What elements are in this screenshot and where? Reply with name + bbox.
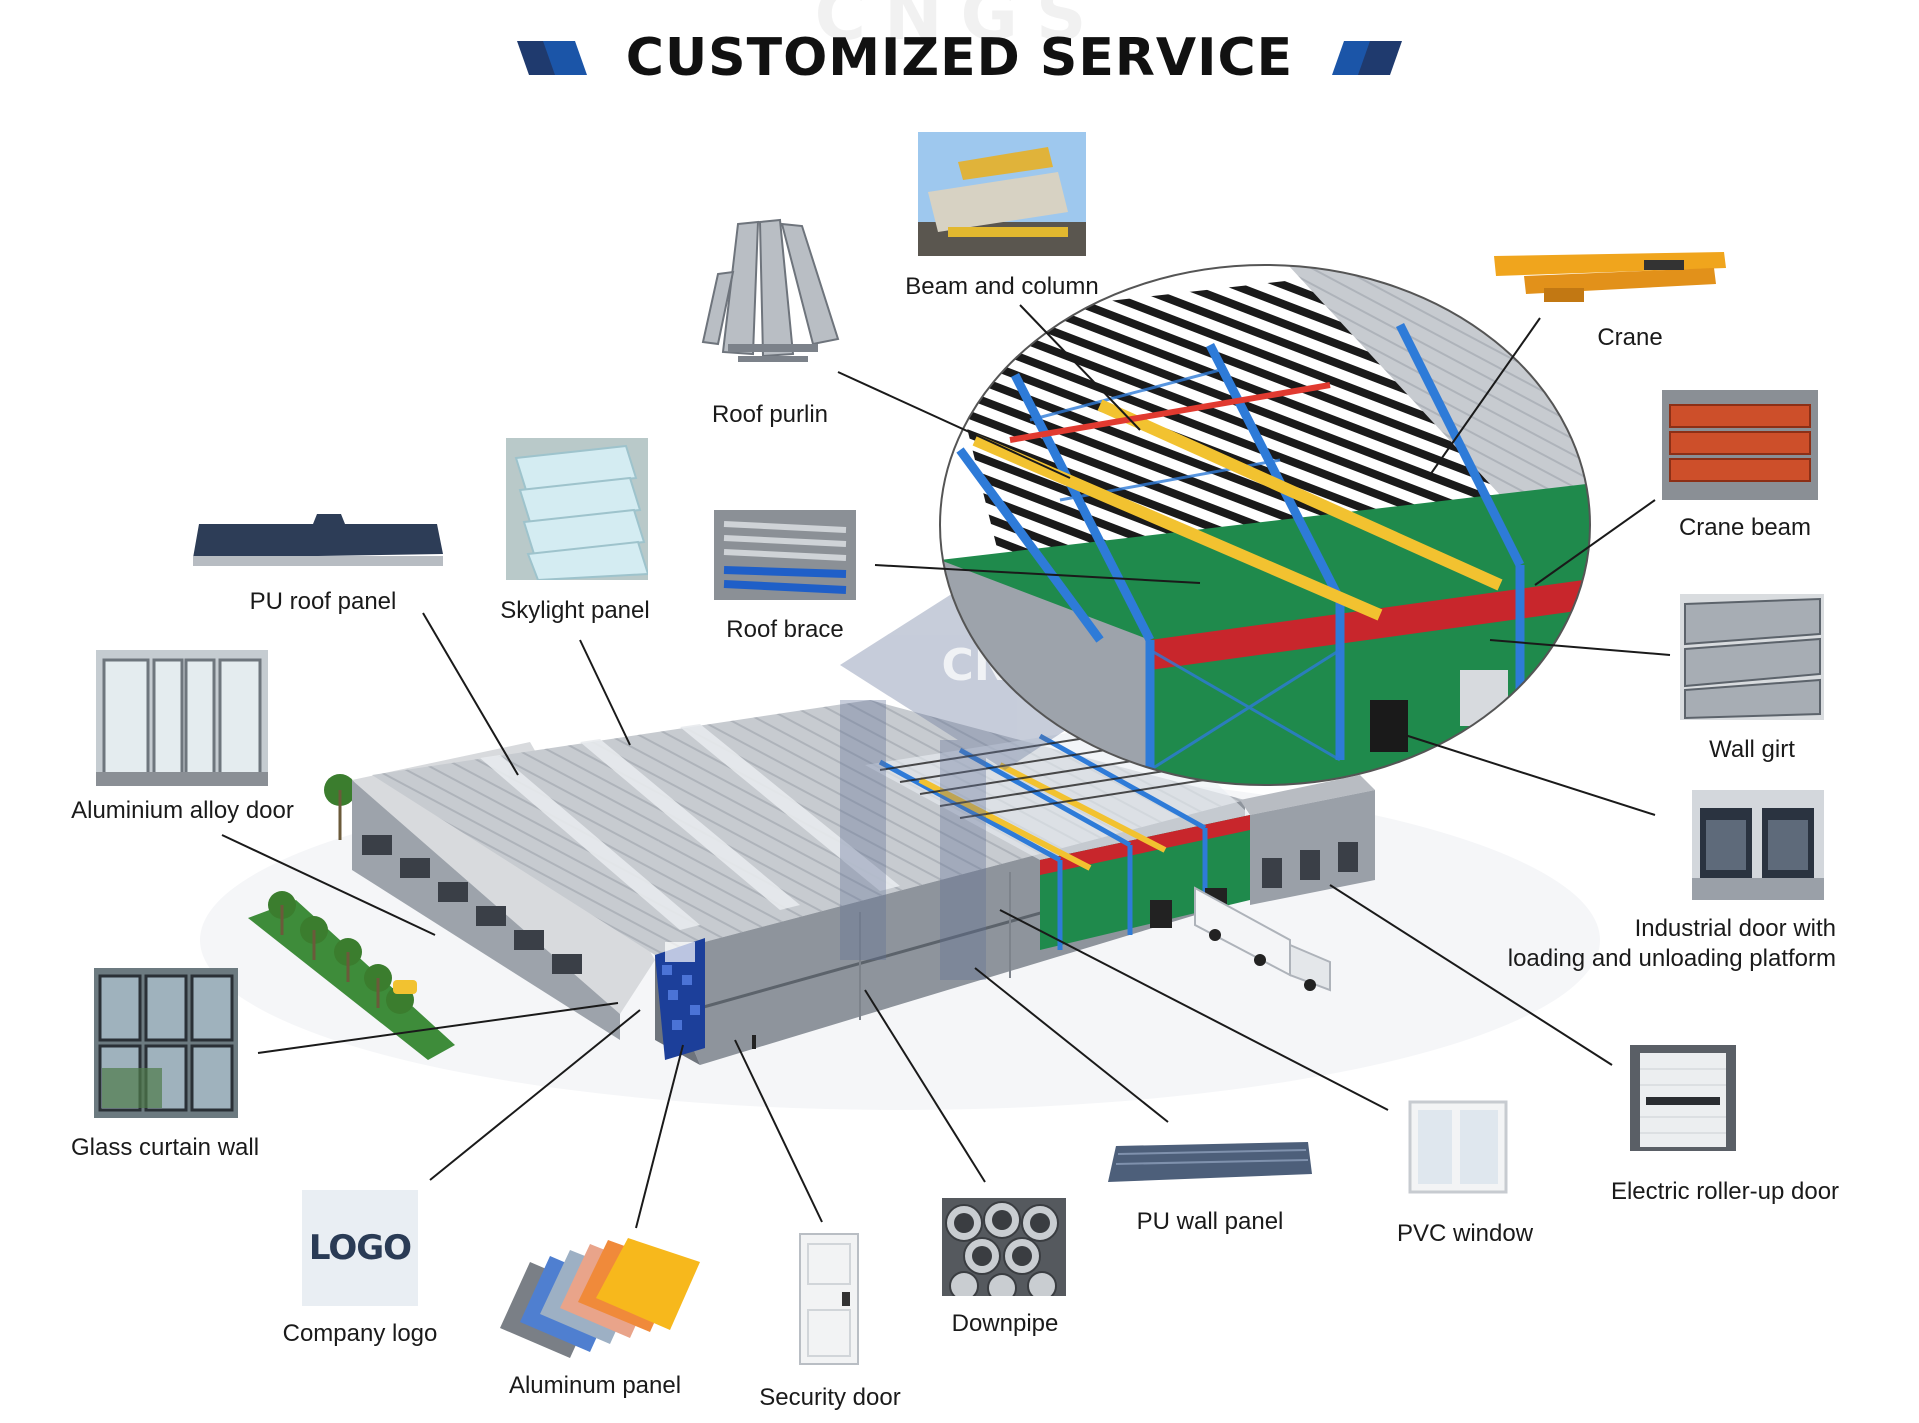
dock-door-photo-icon	[1692, 790, 1824, 900]
car	[393, 980, 417, 994]
callout-lines	[221, 304, 1671, 1229]
curtain-wall-photo-icon	[94, 968, 238, 1118]
aluminum-panel-label: Aluminum panel	[508, 1372, 682, 1399]
electric-roller-up-door-label: Electric roller-up door	[1610, 1178, 1840, 1205]
roof-brace-label: Roof brace	[726, 616, 844, 643]
overhead-crane-photo-icon	[1494, 252, 1726, 302]
roller-door-photo-icon	[1630, 1045, 1736, 1151]
color-swatch-photo-icon	[500, 1238, 700, 1358]
pu-wall-panel-label: PU wall panel	[1136, 1208, 1284, 1235]
page-title: CUSTOMIZED SERVICE	[625, 28, 1294, 88]
window-photo-icon	[1408, 1100, 1508, 1194]
wall-panel-photo-icon	[1108, 1142, 1312, 1182]
security-door-label: Security door	[759, 1384, 901, 1411]
crane-label: Crane	[1597, 324, 1663, 351]
skylight-sheet-photo-icon	[506, 438, 648, 580]
industrial-door-label-line1: Industrial door with	[1634, 915, 1836, 942]
purlin-bundle-photo-icon	[701, 218, 840, 362]
glass-door-photo-icon	[96, 650, 268, 786]
page-title-row: CUSTOMIZED SERVICE	[0, 28, 1919, 88]
title-watermark: CNGS	[814, 0, 1105, 56]
logo-facade-panel	[655, 938, 705, 1060]
downpipe-label: Downpipe	[951, 1310, 1059, 1337]
brace-rods-photo-icon	[714, 510, 856, 600]
right-flag-icon	[1331, 41, 1402, 75]
company-logo-label: Company logo	[282, 1320, 438, 1347]
pu-roof-panel-label: PU roof panel	[249, 588, 397, 615]
skylight-panel-label: Skylight panel	[500, 597, 650, 624]
truck	[1194, 886, 1331, 992]
industrial-door-label: Industrial door with loading and unloadi…	[1480, 914, 1836, 974]
logo-text: LOGO	[308, 1228, 412, 1268]
left-flag-icon	[517, 41, 588, 75]
zoom-detail-circle	[939, 264, 1591, 786]
roof-panel-photo-icon	[193, 514, 443, 566]
pipe-stack-photo-icon	[942, 1198, 1066, 1296]
roof-purlin-label: Roof purlin	[711, 401, 829, 428]
logo-photo-icon: LOGO	[302, 1190, 418, 1306]
crane-beam-photo-icon	[1662, 390, 1818, 500]
steel-door-photo-icon	[799, 1233, 859, 1365]
steel-beam-photo-icon	[918, 132, 1086, 256]
c-channel-photo-icon	[1680, 594, 1824, 720]
aluminium-alloy-door-label: Aluminium alloy door	[71, 797, 294, 824]
pvc-window-label: PVC window	[1396, 1220, 1534, 1247]
industrial-door-label-line2: loading and unloading platform	[1507, 945, 1836, 972]
beam-and-column-label: Beam and column	[905, 273, 1099, 300]
crane-beam-label: Crane beam	[1678, 514, 1812, 541]
glass-curtain-wall-label: Glass curtain wall	[70, 1134, 260, 1161]
wall-girt-label: Wall girt	[1709, 736, 1795, 763]
